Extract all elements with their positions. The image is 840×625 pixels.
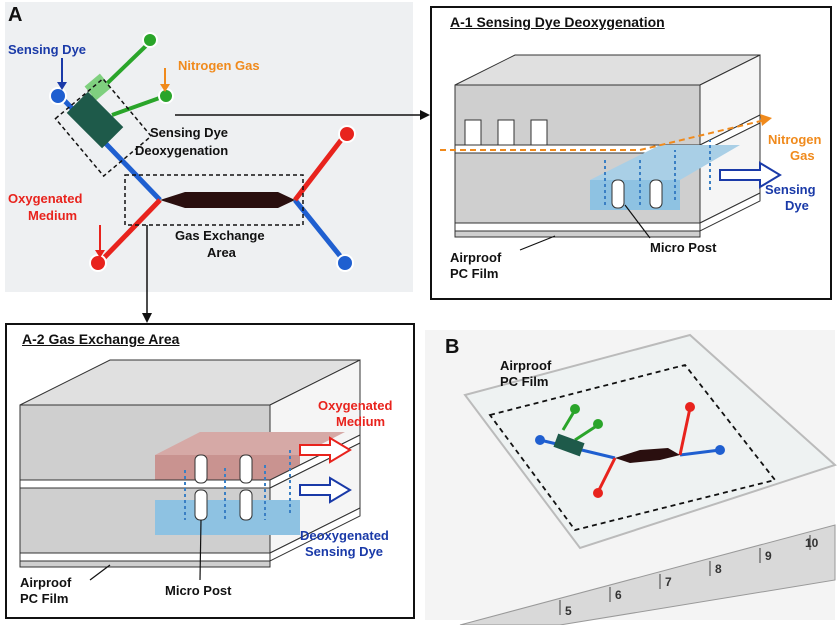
green-channel-2 (111, 94, 166, 117)
gas-exchange-label-1: Gas Exchange (175, 228, 265, 243)
blue-port-top (49, 87, 67, 105)
blue-port-bottom (336, 254, 354, 272)
ruler-label-9: 9 (765, 549, 772, 563)
a2-airproof-label-2: PC Film (20, 591, 69, 606)
green-port-top (142, 32, 158, 48)
a2-oxygenated-label-2: Medium (336, 414, 386, 429)
b-airproof-label-2: PC Film (500, 374, 549, 389)
gas-exchange-dashed-box (124, 174, 304, 226)
gas-exchange-chamber (160, 192, 295, 208)
panel-b-letter: B (445, 336, 460, 358)
a1-sensing-label-2: Dye (785, 198, 809, 213)
a1-airproof-label-2: PC Film (450, 266, 499, 281)
ruler-label-6: 6 (615, 588, 622, 602)
red-channel-left (98, 198, 162, 264)
oxygenated-label-1: Oxygenated (8, 191, 83, 206)
serpentine-region (66, 91, 124, 149)
a2-oxygenated-label-1: Oxygenated (318, 398, 393, 413)
oxygenated-label-2: Medium (28, 208, 78, 223)
a1-nitrogen-label-1: Nitrogen (768, 132, 822, 147)
a1-nitrogen-label-2: Gas (790, 148, 815, 163)
a1-micro-post-label: Micro Post (650, 240, 717, 255)
red-port-top (338, 125, 356, 143)
a1-airproof-label-1: Airproof (450, 250, 502, 265)
panel-a-letter: A (8, 4, 23, 26)
ruler-label-7: 7 (665, 575, 672, 589)
deoxygenation-label-1: Sensing Dye (150, 125, 229, 140)
deoxygenation-label-2: Deoxygenation (135, 143, 229, 158)
gas-exchange-label-2: Area (207, 245, 236, 260)
a2-deox-label-2: Sensing Dye (305, 544, 384, 559)
ruler-label-5: 5 (565, 604, 572, 618)
panel-a2-title: A-2 Gas Exchange Area (22, 331, 180, 347)
sensing-dye-label: Sensing Dye (8, 42, 87, 57)
red-port-bottom (89, 254, 107, 272)
panel-a1-title: A-1 Sensing Dye Deoxygenation (450, 14, 665, 30)
a1-sensing-label-1: Sensing (765, 182, 816, 197)
deoxygenation-dashed-box (54, 77, 153, 178)
a2-airproof-label-1: Airproof (20, 575, 72, 590)
ruler-label-8: 8 (715, 562, 722, 576)
b-airproof-label-1: Airproof (500, 358, 552, 373)
a2-micro-post-label: Micro Post (165, 583, 232, 598)
ruler-label-10: 10 (805, 536, 819, 550)
nitrogen-gas-label: Nitrogen Gas (178, 58, 260, 73)
a2-deox-label-1: Deoxygenated (300, 528, 389, 543)
panel-a-background (5, 2, 413, 292)
